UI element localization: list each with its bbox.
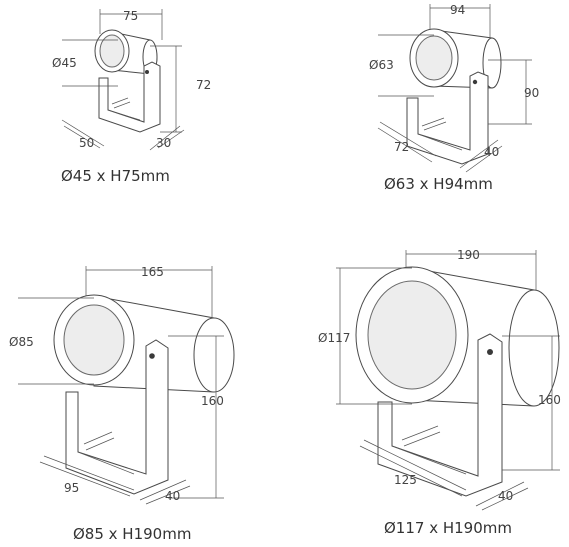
fixture-2: 94 Ø63 90 72 40 Ø63 x H94mm — [369, 3, 539, 193]
fixture-3: 165 Ø85 160 95 40 Ø85 x H190mm — [9, 265, 235, 543]
fixture-2-width-dim: 94 — [450, 3, 465, 17]
fixture-3-dimensions: 165 Ø85 160 95 40 — [9, 265, 224, 505]
fixture-4: 190 Ø117 160 125 40 Ø117 x H190mm — [318, 248, 561, 537]
fixture-2-drawing — [406, 28, 502, 165]
fixture-4-width-dim: 190 — [457, 248, 480, 262]
fixture-1-width-dim: 75 — [123, 9, 138, 23]
fixture-4-height-dim: 160 — [538, 393, 561, 407]
fixture-1-diameter-dim: Ø45 — [52, 56, 77, 70]
fixture-3-caption: Ø85 x H190mm — [73, 525, 191, 543]
fixture-3-length-dim: 95 — [64, 481, 79, 495]
fixture-3-width-dim: 165 — [141, 265, 164, 279]
fixture-4-dimensions: 190 Ø117 160 125 40 — [318, 248, 561, 511]
fixture-1-caption: Ø45 x H75mm — [61, 167, 170, 185]
fixture-1: 75 Ø45 72 50 30 Ø45 x H75mm — [52, 9, 211, 185]
fixture-3-height-dim: 160 — [201, 394, 224, 408]
fixture-4-diameter-dim: Ø117 — [318, 331, 350, 345]
fixture-3-depth-dim: 40 — [165, 489, 180, 503]
fixture-2-diameter-dim: Ø63 — [369, 58, 394, 72]
fixture-1-dimensions: 75 Ø45 72 50 30 — [52, 9, 211, 151]
fixture-1-depth-dim: 30 — [156, 136, 171, 150]
fixture-1-drawing — [94, 29, 161, 133]
fixture-1-height-dim: 72 — [196, 78, 211, 92]
fixture-4-depth-dim: 40 — [498, 489, 513, 503]
fixture-4-caption: Ø117 x H190mm — [384, 519, 512, 537]
fixture-2-dimensions: 94 Ø63 90 72 40 — [369, 3, 539, 173]
fixture-3-diameter-dim: Ø85 — [9, 335, 34, 349]
fixture-2-height-dim: 90 — [524, 86, 539, 100]
fixture-4-drawing — [355, 266, 560, 497]
fixture-2-caption: Ø63 x H94mm — [384, 175, 493, 193]
fixture-3-drawing — [53, 294, 235, 495]
fixture-2-depth-dim: 40 — [484, 145, 499, 159]
fixture-4-length-dim: 125 — [394, 473, 417, 487]
fixture-2-length-dim: 72 — [394, 140, 409, 154]
fixture-1-length-dim: 50 — [79, 136, 94, 150]
